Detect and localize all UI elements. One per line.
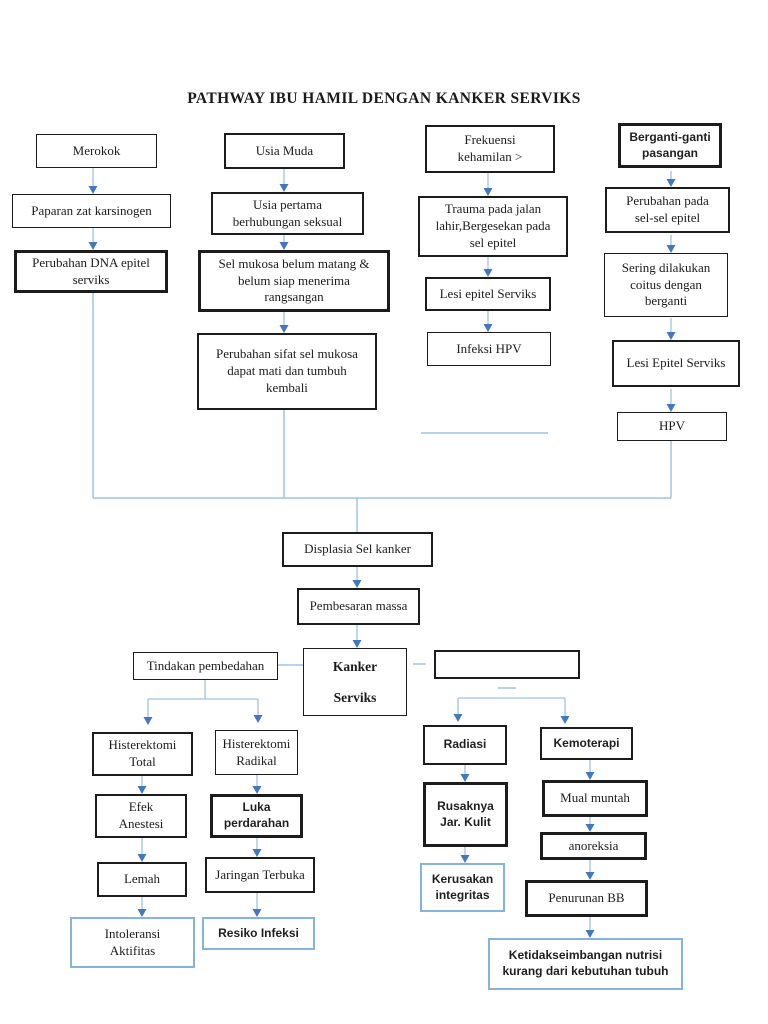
- node-tindakan-pembedahan: Tindakan pembedahan: [133, 652, 278, 680]
- node-empty-box: [434, 650, 580, 679]
- node-rusaknya-jar-kulit: Rusaknya Jar. Kulit: [423, 782, 508, 847]
- node-usia-pertama: Usia pertama berhubungan seksual: [211, 192, 364, 235]
- node-jaringan-terbuka: Jaringan Terbuka: [205, 857, 315, 893]
- node-anoreksia: anoreksia: [540, 832, 647, 860]
- node-sering-dilakukan-coitus: Sering dilakukan coitus dengan berganti: [604, 253, 728, 317]
- node-histerektomi-radikal: Histerektomi Radikal: [215, 730, 298, 775]
- node-histerektomi-total: Histerektomi Total: [92, 732, 193, 776]
- node-hpv: HPV: [617, 412, 727, 441]
- node-efek-anestesi: Efek Anestesi: [95, 794, 187, 838]
- node-trauma-jalan-lahir: Trauma pada jalan lahir,Bergesekan pada …: [418, 196, 568, 257]
- node-luka-perdarahan: Luka perdarahan: [210, 794, 303, 838]
- node-kerusakan-integritas: Kerusakan integritas: [420, 863, 505, 912]
- node-intoleransi-aktifitas: Intoleransi Aktifitas: [70, 917, 195, 968]
- node-merokok: Merokok: [36, 134, 157, 168]
- node-displasia-sel-kanker: Displasia Sel kanker: [282, 532, 433, 567]
- node-radiasi: Radiasi: [423, 725, 507, 765]
- node-berganti-ganti-pasangan: Berganti-ganti pasangan: [618, 123, 722, 168]
- node-ketidakseimbangan-nutrisi: Ketidakseimbangan nutrisi kurang dari ke…: [488, 938, 683, 990]
- node-resiko-infeksi: Resiko Infeksi: [202, 917, 315, 950]
- node-frekuensi-kehamilan: Frekuensi kehamilan >: [425, 125, 555, 173]
- page-title: PATHWAY IBU HAMIL DENGAN KANKER SERVIKS: [187, 90, 581, 107]
- node-paparan-zat-karsinogen: Paparan zat karsinogen: [12, 194, 171, 228]
- node-penurunan-bb: Penurunan BB: [525, 880, 648, 917]
- node-sel-mukosa-belum-matang: Sel mukosa belum matang & belum siap men…: [198, 250, 390, 312]
- node-perubahan-sifat-sel-mukosa: Perubahan sifat sel mukosa dapat mati da…: [197, 333, 377, 410]
- node-lesi-epitel-serviks: Lesi epitel Serviks: [425, 277, 551, 311]
- node-usia-muda: Usia Muda: [224, 133, 345, 169]
- node-kemoterapi: Kemoterapi: [540, 727, 633, 760]
- node-perubahan-sel-sel-epitel: Perubahan pada sel-sel epitel: [605, 187, 730, 233]
- node-pembesaran-massa: Pembesaran massa: [297, 588, 420, 625]
- node-lesi-epitel-serviks-2: Lesi Epitel Serviks: [612, 340, 740, 387]
- convergence-bus: [93, 497, 671, 532]
- node-mual-muntah: Mual muntah: [542, 780, 648, 817]
- node-lemah: Lemah: [97, 862, 187, 897]
- node-perubahan-dna-epitel: Perubahan DNA epitel serviks: [14, 250, 168, 293]
- node-infeksi-hpv: Infeksi HPV: [427, 332, 551, 366]
- node-kanker-serviks: Kanker Serviks: [303, 648, 407, 716]
